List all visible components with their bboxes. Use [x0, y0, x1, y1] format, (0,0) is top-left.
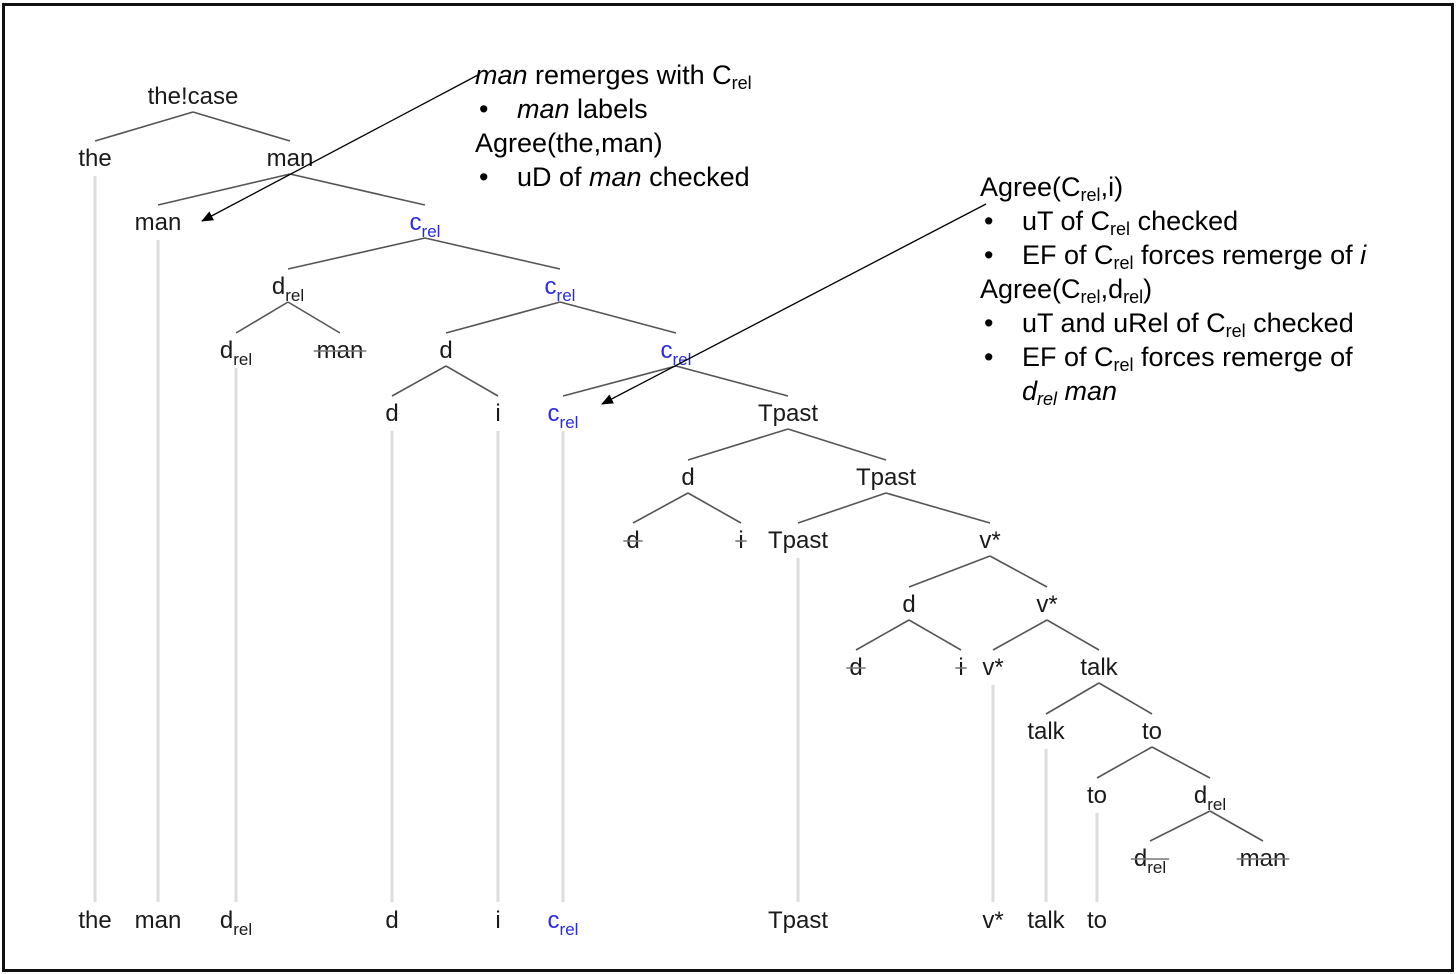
tree-edge	[287, 301, 341, 334]
tree-node-talk: talk	[1027, 718, 1065, 745]
tree-node-the: the	[78, 145, 111, 172]
tree-node-tpast: Tpast	[768, 527, 828, 554]
tree-node-d: d	[439, 337, 452, 364]
yield-word: d	[385, 907, 398, 934]
tree-edge	[1045, 682, 1100, 715]
tree-edge	[192, 111, 291, 142]
tree-edge	[94, 111, 194, 142]
tree-edge	[289, 173, 426, 206]
tree-edge	[908, 619, 962, 651]
tree-edge	[287, 237, 426, 270]
tree-node-to: to	[1142, 718, 1162, 745]
note2-bullet4-continuation: drel man	[1022, 376, 1118, 409]
tree-node-d: d	[681, 464, 694, 491]
tree-node-d: d	[902, 591, 915, 618]
note1-bullet2: •uD of man checked	[479, 162, 750, 192]
note1-line1: man remerges with Crel	[475, 60, 752, 93]
note2-bullet2: •EF of Crel forces remerge of i	[984, 240, 1367, 273]
annotation-man-remerge: man remerges with Crel •man labels Agree…	[475, 58, 752, 194]
tree-edge	[1098, 682, 1153, 715]
tree-edge	[687, 428, 789, 461]
tree-node-c-rel: crel	[661, 337, 692, 369]
tree-node-v-: v*	[1036, 591, 1057, 618]
yield-word: crel	[548, 907, 579, 939]
tree-node-man: man	[135, 209, 182, 236]
note2-bullet3: •uT and uRel of Crel checked	[984, 308, 1354, 341]
tree-edge	[632, 492, 689, 524]
yield-word: talk	[1027, 907, 1065, 934]
tree-node-d-rel: drel	[1194, 782, 1226, 814]
tree-edge	[391, 365, 447, 397]
tree-edges	[94, 111, 1264, 842]
arrow-to-man	[201, 74, 479, 222]
tree-node-v-: v*	[982, 654, 1003, 681]
tree-edge	[1096, 746, 1153, 779]
note2-bullet1: •uT of Crel checked	[984, 206, 1239, 239]
tree-node-talk: talk	[1080, 654, 1118, 681]
trace-lines	[93, 176, 1099, 902]
tree-edge	[235, 301, 289, 334]
tree-edge	[157, 173, 291, 206]
tree-edge	[424, 237, 561, 270]
tree-edge	[1209, 810, 1264, 842]
tree-edge	[1046, 619, 1100, 651]
yield-word: to	[1087, 907, 1107, 934]
arrow-to-crel	[601, 203, 987, 405]
note1-bullet1: •man labels	[479, 94, 648, 124]
note2-line4: Agree(Crel,drel)	[980, 274, 1153, 307]
tree-edge	[787, 428, 887, 461]
diagram-frame	[2, 3, 1454, 972]
tree-node-c-rel: crel	[548, 400, 579, 432]
tree-node-v-: v*	[979, 527, 1000, 554]
tree-node-tpast: Tpast	[758, 400, 818, 427]
tree-node-d-rel: drel	[220, 337, 252, 369]
tree-edge	[797, 492, 887, 524]
annotation-agree-crel: Agree(Crel,i) •uT of Crel checked •EF of…	[980, 170, 1366, 408]
tree-node-c-rel: crel	[545, 273, 576, 305]
tree-node-d-rel: drel	[1134, 845, 1166, 877]
tree-edge	[687, 492, 742, 524]
tree-edge	[885, 492, 991, 524]
tree-edge	[562, 365, 677, 397]
yield-word: v*	[982, 907, 1003, 934]
tree-edge	[855, 619, 910, 651]
tree-edge	[908, 555, 991, 588]
tree-edge	[989, 555, 1048, 588]
tree-node-man: man	[267, 145, 314, 172]
tree-edge	[992, 619, 1048, 651]
yield-word: Tpast	[768, 907, 828, 934]
annotation-arrows	[201, 74, 987, 405]
tree-edge	[675, 365, 789, 397]
tree-node-the-case: the!case	[148, 83, 239, 110]
note2-line1: Agree(Crel,i)	[980, 172, 1124, 205]
tree-edge	[559, 301, 677, 334]
tree-node-tpast: Tpast	[856, 464, 916, 491]
tree-node-d-rel: drel	[272, 273, 304, 305]
tree-edge	[1149, 810, 1211, 842]
tree-edge	[445, 301, 561, 334]
tree-node-c-rel: crel	[410, 209, 441, 241]
note2-bullet4: •EF of Crel forces remerge of	[984, 342, 1353, 375]
tree-edge	[445, 365, 499, 397]
yield-word: the	[78, 907, 111, 934]
tree-node-i: i	[495, 400, 500, 427]
yield-word: man	[135, 907, 182, 934]
yield-word: drel	[220, 907, 252, 939]
yield-word: i	[495, 907, 500, 934]
tree-node-to: to	[1087, 782, 1107, 809]
tree-edge	[1151, 746, 1211, 779]
tree-node-d: d	[385, 400, 398, 427]
note1-line3: Agree(the,man)	[475, 128, 663, 158]
